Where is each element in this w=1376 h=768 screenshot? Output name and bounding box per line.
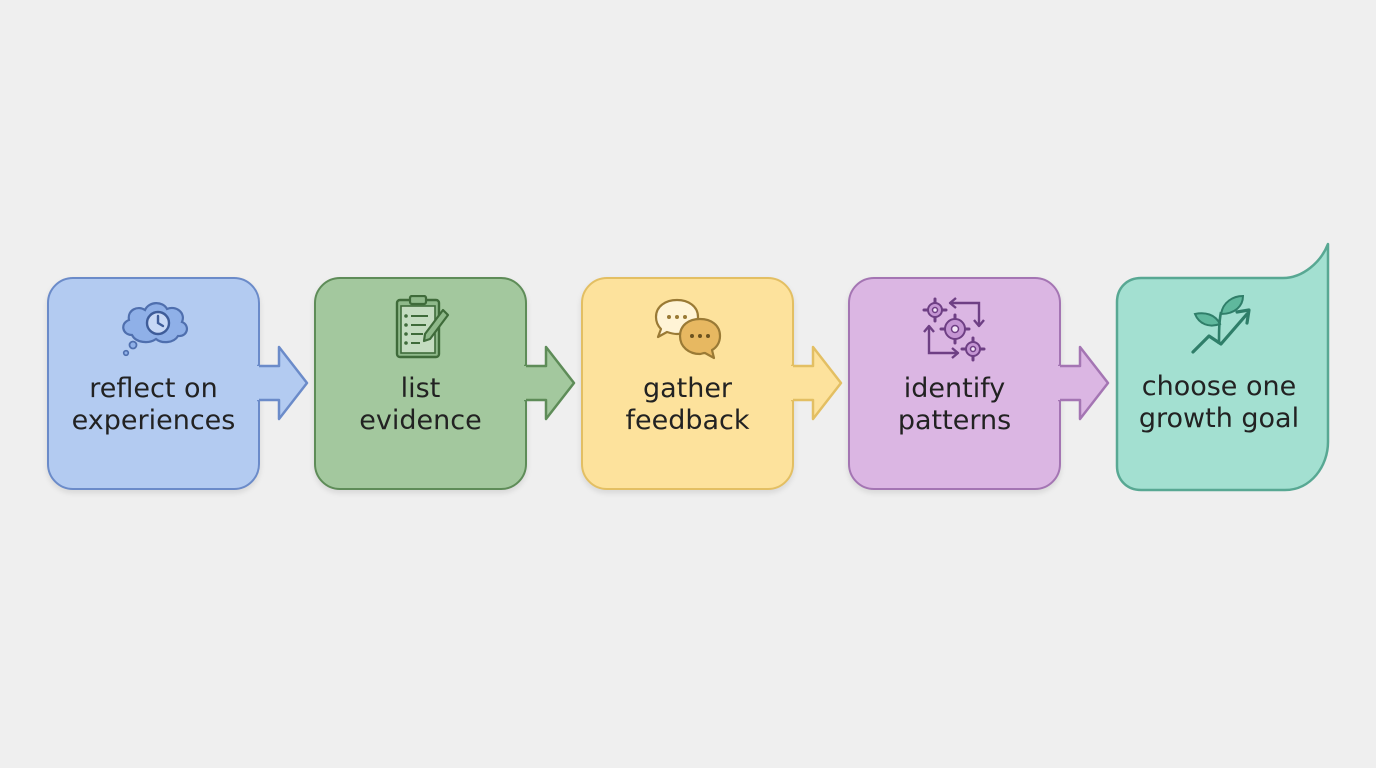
step-label: choose one growth goal: [1138, 371, 1300, 434]
step-reflect-on-experiences: reflect on experiences: [47, 277, 260, 490]
sprout-growth-arrow-icon: [1185, 292, 1261, 360]
flow-arrow-1: [257, 345, 309, 421]
final-step-shape: [1115, 242, 1330, 492]
step-list-evidence: list evidence: [314, 277, 527, 490]
flow-arrow-2: [524, 345, 576, 421]
step-gather-feedback: gather feedback: [581, 277, 794, 490]
thought-cloud-clock-icon: [116, 295, 192, 363]
clipboard-pencil-icon: [383, 295, 459, 363]
step-label: identify patterns: [897, 373, 1012, 436]
step-label: gather feedback: [625, 373, 750, 436]
speech-bubbles-icon: [650, 295, 726, 363]
step-label: reflect on experiences: [71, 373, 236, 436]
step-identify-patterns: identify patterns: [848, 277, 1061, 490]
step-choose-one-growth-goal: choose one growth goal: [1115, 242, 1331, 492]
gears-cycle-icon: [917, 295, 993, 363]
flow-arrow-4: [1058, 345, 1110, 421]
flow-arrow-3: [791, 345, 843, 421]
step-label: list evidence: [359, 373, 482, 436]
